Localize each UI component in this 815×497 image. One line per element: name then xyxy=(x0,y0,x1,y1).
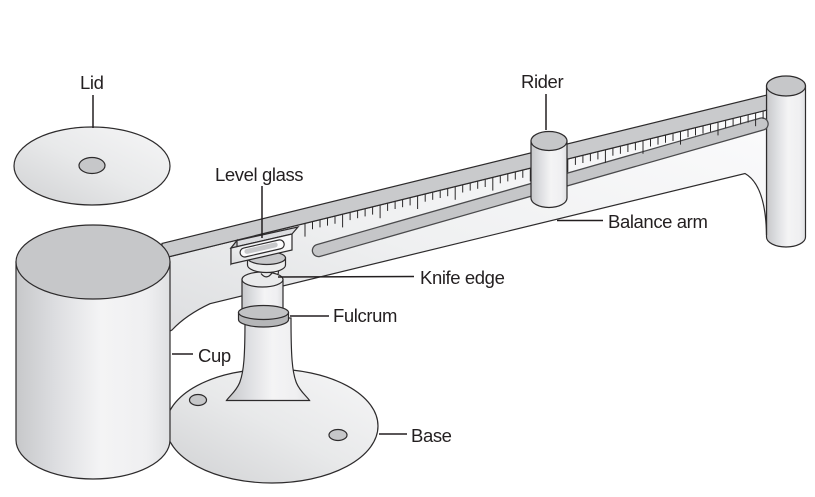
rider-shape xyxy=(530,130,568,209)
fulcrum-assembly xyxy=(229,226,300,328)
base-label: Base xyxy=(411,425,452,446)
fulcrum-collar-shape xyxy=(237,304,290,328)
arm-end-cylinder xyxy=(765,75,807,248)
level-glass-label: Level glass xyxy=(215,164,303,185)
cup-label: Cup xyxy=(198,345,231,366)
lid-label: Lid xyxy=(80,72,104,93)
knife-edge-label: Knife edge xyxy=(420,267,505,288)
level-glass-shape xyxy=(229,226,300,266)
cup-shape xyxy=(15,224,171,480)
base-hole-left xyxy=(188,393,208,407)
knife-edge-leader-line xyxy=(277,275,415,278)
base-hole-right xyxy=(328,428,348,442)
lid-shape xyxy=(13,126,171,206)
lid-hole xyxy=(78,156,106,175)
fulcrum-label: Fulcrum xyxy=(333,305,397,326)
pedestal-shape xyxy=(225,317,311,402)
balance-arm-label: Balance arm xyxy=(608,211,707,232)
rider-label: Rider xyxy=(521,71,563,92)
